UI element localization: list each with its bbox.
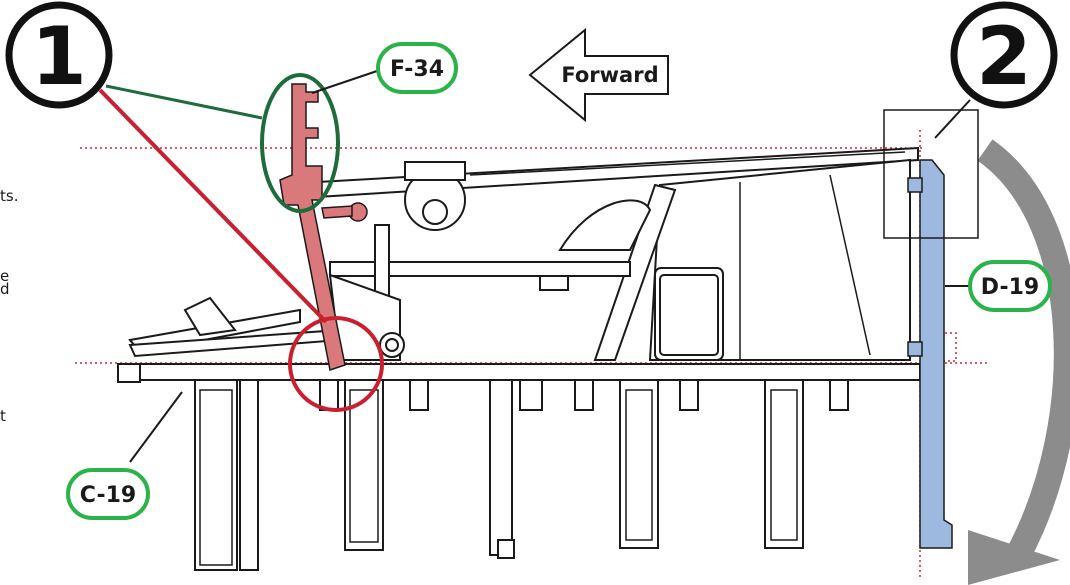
label-c19: C-19 — [66, 468, 150, 520]
edge-text-line-2: e — [0, 267, 10, 285]
step-2-marker: 2 — [950, 1, 1058, 109]
base-frame — [117, 363, 921, 571]
label-f34: F-34 — [376, 42, 458, 94]
forward-label: Forward — [561, 63, 658, 87]
left-arrow-icon: Forward — [528, 27, 669, 123]
label-d19-text: D-19 — [981, 275, 1039, 300]
highlighted-part-f34 — [279, 83, 368, 371]
edge-text-line-3: d — [0, 280, 10, 298]
callout-box-step2 — [883, 99, 979, 239]
highlighted-part-d19 — [907, 159, 953, 549]
callout-f34 — [105, 69, 381, 213]
edge-text-line-4: t — [0, 407, 6, 425]
edge-text-line-1: ts. — [0, 187, 19, 205]
frame-assembly — [128, 146, 919, 361]
label-c19-text: C-19 — [80, 483, 136, 508]
leader-line-c19 — [129, 391, 183, 463]
curved-rotate-arrow-icon — [968, 139, 1070, 585]
step-1-marker: 1 — [5, 1, 113, 109]
label-d19: D-19 — [968, 260, 1052, 312]
callout-base-joint — [98, 88, 384, 412]
step-1-number: 1 — [31, 10, 87, 103]
step-2-number: 2 — [976, 10, 1032, 103]
label-f34-text: F-34 — [390, 57, 444, 82]
